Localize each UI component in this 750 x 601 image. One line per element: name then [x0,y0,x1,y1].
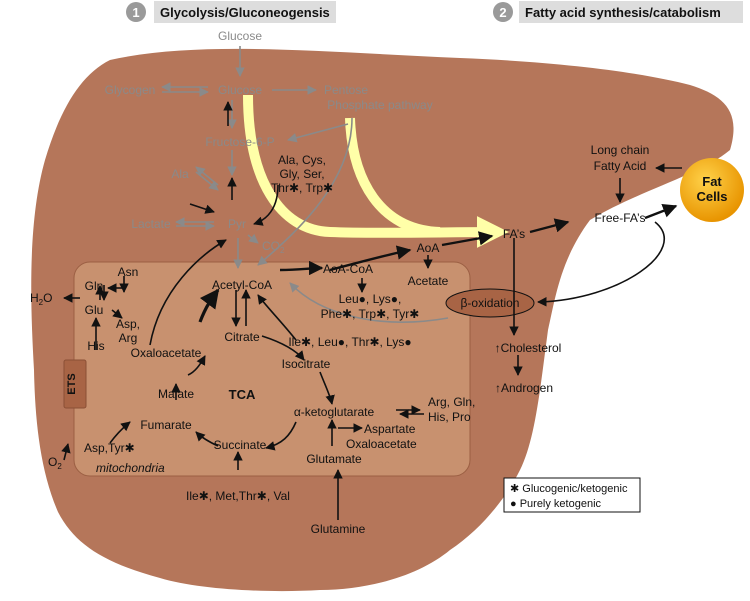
glucose-label: Glucose [218,83,262,97]
fat-cells-circle [680,158,744,222]
o2-label: O2 [48,455,62,471]
legend-glucogenic: ✱ Glucogenic/ketogenic [510,483,628,495]
asn-label: Asn [118,265,139,279]
glutamine-label: Glutamine [311,522,366,536]
grey-arrows [161,46,449,323]
ets-box [63,359,87,409]
header-2: 2 Fatty acid synthesis/catabolism [493,1,743,23]
long-chain-label-1: Long chain [591,143,650,157]
header-1-title: Glycolysis/Gluconeogensis [160,5,330,20]
fat-cells-label-2: Cells [696,189,727,204]
pentose-label-2: Phosphate pathway [327,98,432,112]
asp-tyr-label: Asp,Tyr✱ [84,441,135,455]
alpha-ketoglutarate-label: α-ketoglutarate [294,405,375,419]
highlight-arrow-1 [243,94,509,249]
tca-label: TCA [229,387,256,402]
beta-oxidation-oval [445,288,535,318]
ketogenic-aa-line-2: Phe✱, Trp✱, Tyr✱ [321,307,420,321]
legend: ✱ Glucogenic/ketogenic ● Purely ketogeni… [503,477,641,513]
amino-acids-1-line-2: Gly, Ser, [279,167,324,181]
legend-ketogenic: ● Purely ketogenic [510,498,602,510]
fumarate-label: Fumarate [140,418,192,432]
fat-cells-label-1: Fat [702,174,722,189]
oxaloacetate-label: Oxaloacetate [131,346,202,360]
asp-arg-label-2: Arg [119,331,138,345]
fructose-label: Fructose-6-P [205,135,274,149]
aspartate-label: Aspartate [364,422,416,436]
header-2-title: Fatty acid synthesis/catabolism [525,5,721,20]
arg-gln-label-1: Arg, Gln, [428,395,475,409]
h2o-label: H2O [30,291,52,307]
glu-label: Glu [85,303,104,317]
header-1-number: 1 [132,5,139,20]
mitochondria-label: mitochondria [96,461,165,475]
highlight-arrow-2 [345,117,441,237]
ketogenic-aa-line-1: Leu●, Lys●, [339,292,402,306]
androgen-label: ↑Androgen [495,381,553,395]
arg-gln-label-2: His, Pro [428,410,471,424]
asp-arg-label-1: Asp, [116,317,140,331]
glucose-input-label: Glucose [218,29,262,43]
succinate-label: Succinate [214,438,267,452]
ets-label: ETS [66,373,78,394]
pentose-label-1: Pentose [324,83,368,97]
pyr-label: Pyr [228,217,246,231]
amino-acids-1-line-1: Ala, Cys, [278,153,326,167]
oxaloacetate2-label: Oxaloacetate [346,437,417,451]
glutamate-label: Glutamate [306,452,362,466]
malate-label: Malate [158,387,194,401]
lactate-label: Lactate [131,217,171,231]
cholesterol-label: ↑Cholesterol [495,341,562,355]
free-fas-label: Free-FA’s [595,211,646,225]
black-arrows [61,101,682,520]
co2-label: CO2 [262,239,285,255]
ala-label: Ala [171,167,189,181]
aoa-coa-label: AoA-CoA [323,262,373,276]
acetate-label: Acetate [408,274,449,288]
aoa-label: AoA [417,241,440,255]
amino-acids-1-line-3: Thr✱, Trp✱ [271,181,333,195]
glycogen-label: Glycogen [105,83,156,97]
gln-label: Gln [85,279,104,293]
long-chain-label-2: Fatty Acid [594,159,647,173]
isocitrate-label: Isocitrate [282,357,331,371]
acetyl-coa-label: Acetyl-CoA [212,278,272,292]
header-2-number: 2 [499,5,506,20]
his-label: His [87,339,104,353]
citrate-label: Citrate [224,330,260,344]
beta-oxidation-label: β-oxidation [461,296,520,310]
tca-aa-line: Ile✱, Leu●, Thr✱, Lys● [288,335,411,349]
fas-label: FA’s [503,227,525,241]
header-1: 1 Glycolysis/Gluconeogensis [126,1,336,23]
branched-aa-label: Ile✱, Met,Thr✱, Val [186,489,290,503]
